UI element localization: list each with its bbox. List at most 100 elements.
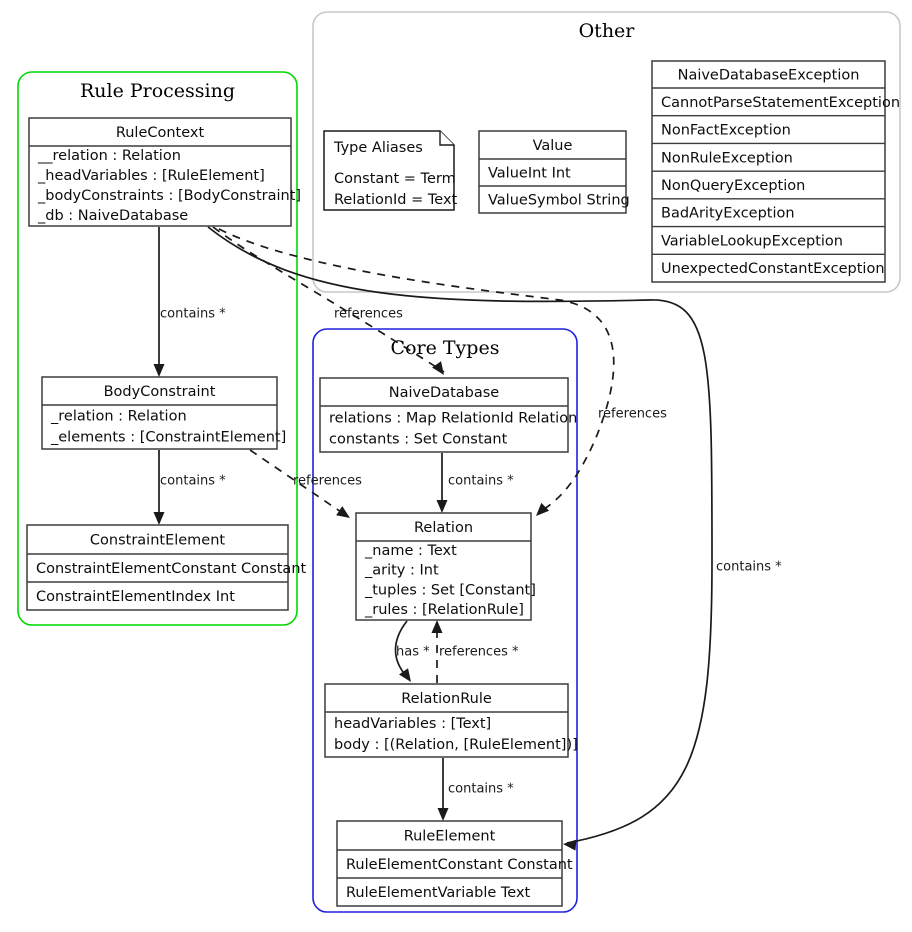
class-box bbox=[355, 512, 532, 621]
class-attribute: _elements : [ConstraintElement] bbox=[50, 430, 286, 446]
edge-arrowhead bbox=[399, 668, 411, 682]
class-variant: NonFactException bbox=[661, 123, 791, 139]
class-attribute: _relation : Relation bbox=[50, 409, 187, 425]
class-name: RelationRule bbox=[401, 691, 492, 707]
class-rule-context[interactable]: RuleContext __relation : Relation _headVar… bbox=[28, 117, 301, 227]
package-other: Other bbox=[312, 11, 901, 293]
edge-label: contains * bbox=[160, 474, 226, 489]
edge-label: references bbox=[598, 407, 667, 422]
edge-label: contains * bbox=[716, 560, 782, 575]
class-constraint-element[interactable]: ConstraintElementConstraintElementConsta… bbox=[26, 524, 307, 611]
edge-path bbox=[207, 226, 713, 844]
class-box bbox=[319, 377, 569, 453]
class-variant: ValueSymbol String bbox=[488, 193, 630, 209]
class-name: NaiveDatabaseException bbox=[678, 68, 860, 84]
edge-arrowhead bbox=[153, 364, 165, 377]
class-variant: ValueInt Int bbox=[488, 166, 571, 182]
class-body-constraint[interactable]: BodyConstraint _relation : Relation _eleme… bbox=[41, 376, 286, 450]
class-attribute: body : [(Relation, [RuleElement])] bbox=[334, 737, 578, 753]
edge-arrowhead bbox=[431, 620, 443, 633]
class-attribute: __relation : Relation bbox=[37, 148, 181, 164]
class-variant: RuleElementVariable Text bbox=[346, 885, 531, 901]
edge-label: references * bbox=[439, 645, 519, 660]
class-name: RuleElement bbox=[404, 829, 496, 845]
edge-bodyconstraint-constraintelement: contains * bbox=[153, 450, 226, 525]
edge-label: contains * bbox=[160, 307, 226, 322]
edge-rulecontext-bodyconstraint: contains * bbox=[153, 227, 226, 377]
edge-path bbox=[249, 449, 345, 515]
class-box bbox=[41, 376, 278, 450]
class-variant: UnexpectedConstantException bbox=[661, 261, 885, 277]
edge-rulecontext-naivedatabase: references bbox=[212, 226, 445, 375]
class-variant: VariableLookupException bbox=[661, 233, 843, 249]
class-attribute: constants : Set Constant bbox=[329, 432, 508, 448]
class-variant: CannotParseStatementException bbox=[661, 95, 900, 111]
edge-relationrule-ruleelement: contains * bbox=[437, 758, 514, 821]
edge-arrowhead bbox=[563, 839, 577, 851]
class-name: Relation bbox=[414, 520, 473, 536]
edge-label: contains * bbox=[448, 782, 514, 797]
class-attribute: relations : Map RelationId Relation bbox=[329, 411, 577, 427]
edge-layer: contains * references contains * references… bbox=[153, 226, 782, 851]
edge-arrowhead bbox=[153, 512, 165, 525]
edge-arrowhead bbox=[432, 361, 444, 375]
class-name: NaiveDatabase bbox=[389, 385, 500, 401]
class-variant: NonQueryException bbox=[661, 178, 805, 194]
package-frame bbox=[312, 11, 901, 293]
class-attribute: _arity : Int bbox=[364, 563, 439, 579]
class-variant: BadArityException bbox=[661, 206, 795, 222]
class-name: BodyConstraint bbox=[104, 384, 216, 400]
class-box bbox=[478, 130, 627, 214]
package-frame bbox=[17, 71, 298, 626]
note-title: Type Aliases bbox=[333, 140, 423, 156]
class-variant: ConstraintElementConstant Constant bbox=[36, 561, 307, 577]
edge-arrowhead bbox=[336, 506, 350, 518]
class-name: Value bbox=[533, 138, 573, 154]
edge-naivedatabase-relation: contains * bbox=[436, 453, 514, 513]
class-attribute: _tuples : Set [Constant] bbox=[364, 582, 536, 598]
class-box bbox=[26, 524, 289, 611]
class-attribute: headVariables : [Text] bbox=[334, 716, 491, 732]
class-relation[interactable]: Relation _name : Text _arity : Int _tuples … bbox=[355, 512, 536, 621]
package-frame bbox=[312, 328, 578, 913]
note-body bbox=[323, 130, 455, 211]
class-attribute: _bodyConstraints : [BodyConstraint] bbox=[37, 188, 301, 204]
class-attribute: _db : NaiveDatabase bbox=[37, 208, 188, 224]
package-core-types: Core Types bbox=[312, 328, 578, 913]
class-naive-database-exception[interactable]: NaiveDatabaseExceptionCannotParseStateme… bbox=[651, 60, 900, 283]
class-box bbox=[324, 683, 569, 758]
class-attribute: _headVariables : [RuleElement] bbox=[37, 168, 265, 184]
class-layer: RuleContext __relation : Relation _headVar… bbox=[26, 60, 900, 907]
class-relation-rule[interactable]: RelationRule headVariables : [Text] body :… bbox=[324, 683, 578, 758]
class-attribute: _name : Text bbox=[364, 543, 457, 559]
class-name: RuleContext bbox=[116, 125, 205, 141]
note-fold-corner bbox=[439, 131, 454, 146]
class-box bbox=[28, 117, 292, 227]
edge-label: references bbox=[334, 307, 403, 322]
edge-bodyconstraint-relation: references bbox=[249, 449, 362, 518]
edge-path bbox=[212, 226, 445, 373]
edge-label: has * bbox=[396, 645, 430, 660]
edge-relationrule-relation-references: references * bbox=[431, 620, 519, 683]
class-naive-database[interactable]: NaiveDatabase relations : Map RelationId … bbox=[319, 377, 577, 453]
edge-arrowhead bbox=[436, 500, 448, 513]
edge-arrowhead bbox=[437, 808, 449, 821]
edge-label: references bbox=[293, 474, 362, 489]
class-variant: RuleElementConstant Constant bbox=[346, 857, 573, 873]
package-title: Rule Processing bbox=[80, 80, 235, 102]
class-attribute: _rules : [RelationRule] bbox=[364, 602, 524, 618]
class-name: ConstraintElement bbox=[90, 533, 226, 549]
class-variant: ConstraintElementIndex Int bbox=[36, 589, 235, 605]
edge-arrowhead bbox=[536, 502, 550, 516]
package-title: Core Types bbox=[391, 337, 500, 359]
edge-relation-relationrule-has: has * bbox=[394, 620, 430, 682]
edge-label: contains * bbox=[448, 474, 514, 489]
edge-rulecontext-ruleelement: contains * bbox=[207, 226, 782, 851]
class-box bbox=[336, 820, 563, 907]
